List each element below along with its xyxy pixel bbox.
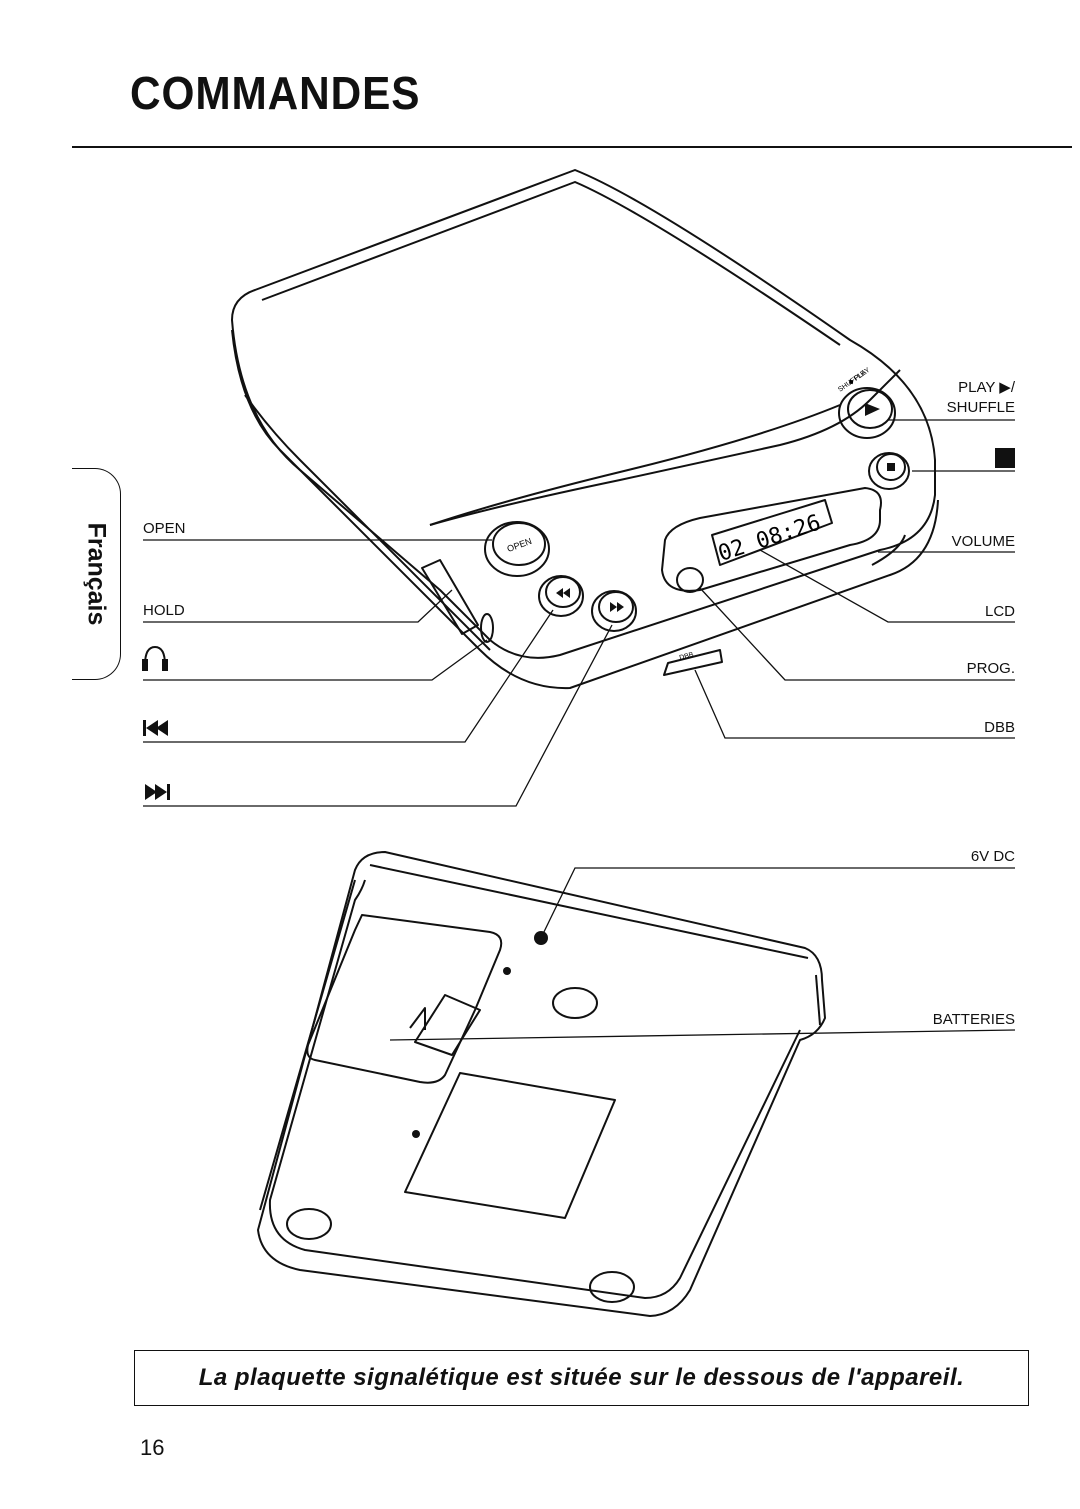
skip-back-icon — [143, 720, 168, 736]
next-glyph — [610, 602, 624, 612]
label-volume: VOLUME — [952, 533, 1015, 550]
label-skip-back: |◀◀ — [0, 0, 2, 1]
page-number: 16 — [140, 1435, 165, 1460]
open-button-print: OPEN — [506, 536, 533, 554]
prev-glyph — [556, 588, 570, 598]
label-prog: PROG. — [967, 660, 1015, 677]
title-rule — [72, 146, 1072, 148]
dbb-mark: DBB — [679, 651, 695, 662]
cd-player-top-view — [231, 169, 939, 690]
headphone-icon — [142, 645, 168, 671]
play-glyph — [865, 403, 880, 416]
label-shuffle: SHUFFLE — [947, 399, 1015, 416]
label-lcd: LCD — [985, 603, 1015, 620]
language-tab: Français — [72, 468, 121, 680]
page-title: COMMANDES — [130, 67, 421, 119]
label-play: PLAY ▶/ — [958, 379, 1016, 396]
notice-text: La plaquette signalétique est située sur… — [198, 1364, 965, 1391]
stop-glyph — [887, 463, 895, 471]
label-dbb: DBB — [984, 719, 1015, 736]
rating-plate-notice: La plaquette signalétique est située sur… — [134, 1350, 1029, 1406]
leader-lines — [143, 419, 1016, 1041]
stop-icon — [995, 448, 1015, 468]
label-dc-in: 6V DC — [971, 848, 1015, 865]
device-marks: OPEN 02 08:26 ◆ PLAY SHUFFLE DBB — [506, 367, 872, 662]
label-hold: HOLD — [143, 602, 185, 619]
skip-forward-icon — [145, 784, 170, 800]
label-batteries: BATTERIES — [933, 1011, 1015, 1028]
label-stop: ■ — [0, 0, 1, 1]
label-open: OPEN — [143, 520, 186, 537]
cd-player-bottom-view — [257, 851, 826, 1317]
label-skip-forward: ▶▶| — [0, 0, 3, 1]
